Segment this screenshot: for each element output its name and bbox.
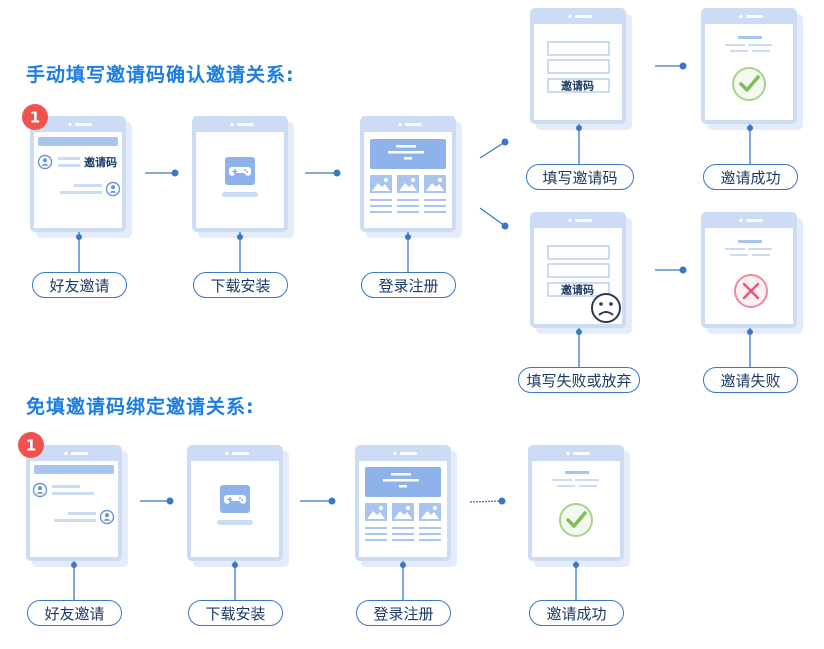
section2-title: 免填邀请码绑定邀请关系: [26,396,255,418]
svg-text:1: 1 [30,109,40,127]
phone-install-2 [187,445,289,567]
step-download-install: 下载安装 [188,600,283,626]
connectors-section1 [76,62,753,367]
step-fill-code: 填写邀请码 [526,164,634,190]
phone-code-label: 邀请码 [561,79,594,93]
step-login-register: 登录注册 [356,600,451,626]
step-login-register: 登录注册 [361,272,456,298]
svg-text:1: 1 [26,437,36,455]
section1-title: 手动填写邀请码确认邀请关系: [26,64,295,86]
phone-invite-2 [26,445,128,567]
phone-success [701,8,803,130]
step-friend-invite: 好友邀请 [32,272,127,298]
phone-code-label: 邀请码 [84,155,117,169]
phone-fill-code [530,8,632,130]
phone-fail [701,212,803,334]
phone-install [192,116,294,238]
phone-code-label: 邀请码 [561,283,594,297]
step-friend-invite: 好友邀请 [27,600,122,626]
badge-1: 1 [18,432,44,458]
phone-register [360,116,462,238]
phone-register-2 [355,445,457,567]
step-invite-fail: 邀请失败 [703,367,798,393]
phone-invite [30,116,132,238]
phone-success-2 [528,445,630,567]
badge-1: 1 [22,104,48,130]
step-invite-success: 邀请成功 [529,600,624,626]
sad-face-icon [591,293,621,323]
step-fill-fail: 填写失败或放弃 [518,367,640,393]
step-invite-success: 邀请成功 [703,164,798,190]
step-download-install: 下载安装 [193,272,288,298]
connectors-section2 [71,497,579,600]
